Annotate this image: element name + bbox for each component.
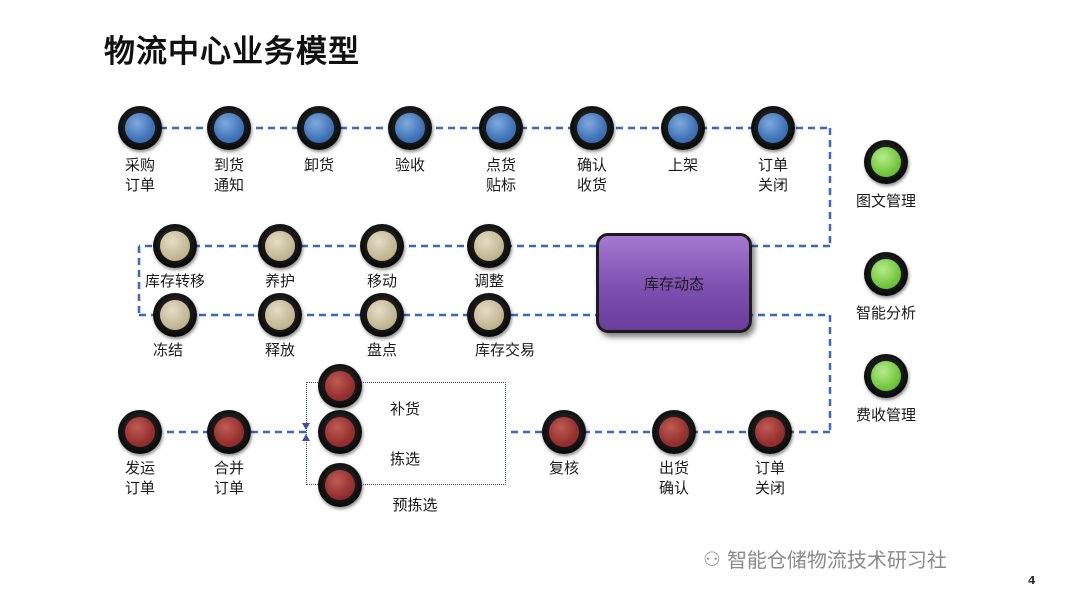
label-adjust: 调整: [473, 272, 504, 290]
label-fee-management: 费收管理: [855, 406, 916, 424]
node-recheck[interactable]: [542, 410, 586, 454]
node-merge-order[interactable]: [207, 410, 251, 454]
label-smart-analytics: 智能分析: [855, 304, 916, 322]
wechat-icon: ⚇: [703, 546, 721, 571]
node-release[interactable]: [258, 293, 302, 337]
node-inspection[interactable]: [388, 106, 432, 150]
node-pre-picking[interactable]: [318, 463, 362, 507]
node-maintenance[interactable]: [258, 224, 302, 268]
node-putaway[interactable]: [661, 106, 705, 150]
node-move[interactable]: [360, 224, 404, 268]
label-picking: 拣选: [389, 450, 420, 468]
label-count-label: 点货 贴标: [485, 156, 516, 194]
label-arrival-notice: 到货 通知: [213, 156, 244, 194]
label-maintenance: 养护: [264, 272, 295, 290]
node-replenish[interactable]: [318, 364, 362, 408]
watermark-text: 智能仓储物流技术研习社: [726, 548, 947, 572]
page-title: 物流中心业务模型: [104, 34, 360, 70]
node-fee-management[interactable]: [864, 354, 908, 398]
label-release: 释放: [264, 341, 295, 359]
node-stock-transaction[interactable]: [467, 293, 511, 337]
label-shipping-order: 发运 订单: [124, 459, 155, 497]
label-move: 移动: [366, 272, 397, 290]
node-document-management[interactable]: [864, 140, 908, 184]
label-document-management: 图文管理: [855, 192, 916, 210]
inventory-dynamics-hub[interactable]: 库存动态: [596, 233, 752, 333]
node-adjust[interactable]: [467, 224, 511, 268]
label-stocktake: 盘点: [366, 341, 397, 359]
label-putaway: 上架: [667, 156, 698, 174]
label-pre-picking: 预拣选: [392, 496, 438, 514]
node-stocktake[interactable]: [360, 293, 404, 337]
label-replenish: 补货: [389, 400, 420, 418]
label-unloading: 卸货: [303, 156, 334, 174]
node-confirm-receipt[interactable]: [570, 106, 614, 150]
node-stock-transfer[interactable]: [153, 224, 197, 268]
label-outbound-order-close: 订单 关闭: [754, 459, 785, 497]
node-arrival-notice[interactable]: [207, 106, 251, 150]
picking-group-box: [306, 382, 506, 485]
node-outbound-order-close[interactable]: [748, 410, 792, 454]
label-shipment-confirm: 出货 确认: [658, 459, 689, 497]
node-unloading[interactable]: [297, 106, 341, 150]
node-shipment-confirm[interactable]: [652, 410, 696, 454]
node-smart-analytics[interactable]: [864, 252, 908, 296]
label-merge-order: 合并 订单: [213, 459, 244, 497]
node-inbound-order-close[interactable]: [751, 106, 795, 150]
label-stock-transaction: 库存交易: [474, 341, 535, 359]
watermark: ⚇ 智能仓储物流技术研习社: [703, 544, 947, 573]
node-picking[interactable]: [318, 410, 362, 454]
node-freeze[interactable]: [153, 293, 197, 337]
label-recheck: 复核: [548, 459, 579, 477]
node-count-label[interactable]: [479, 106, 523, 150]
node-shipping-order[interactable]: [118, 410, 162, 454]
label-confirm-receipt: 确认 收货: [576, 156, 607, 194]
hub-label: 库存动态: [643, 274, 704, 293]
label-freeze: 冻结: [152, 341, 183, 359]
label-inspection: 验收: [394, 156, 425, 174]
node-purchase-order[interactable]: [118, 106, 162, 150]
label-inbound-order-close: 订单 关闭: [757, 156, 788, 194]
page-number: 4: [1028, 574, 1036, 587]
label-stock-transfer: 库存转移: [144, 272, 205, 290]
label-purchase-order: 采购 订单: [124, 156, 155, 194]
